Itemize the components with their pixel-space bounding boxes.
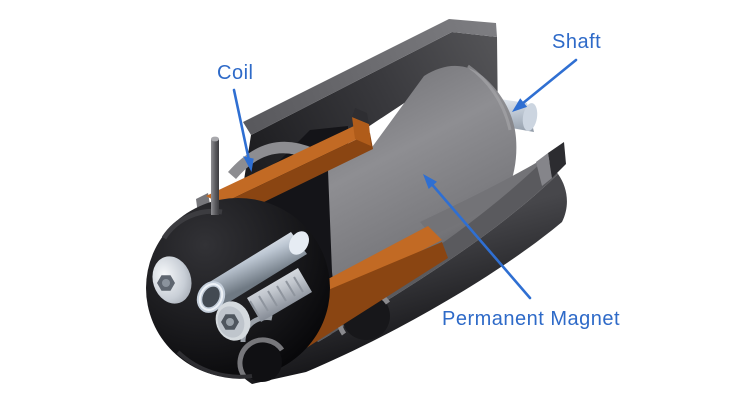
shaft-arrow-line [522, 58, 578, 104]
guide-pin-top [211, 136, 219, 142]
set-screw-socket-center [226, 318, 234, 326]
shell-inner-surface [420, 158, 556, 236]
shell-end-notch-face [536, 153, 552, 186]
tube-opening-bore [202, 286, 220, 308]
coil-top-front-face [221, 133, 373, 221]
shaft-arrow-head [512, 98, 528, 112]
set-screw-threads [249, 276, 304, 317]
button-head-screw [152, 256, 192, 304]
guide-pin-body [211, 139, 219, 215]
end-cap-edge-highlight [176, 350, 253, 379]
coil-top-right-step-cap [352, 108, 369, 124]
hollow-shaft-tube [196, 231, 309, 313]
button-screw-socket-center [162, 279, 170, 287]
coil-band-top [196, 108, 373, 222]
coil-label: Coil [217, 62, 253, 84]
housing-top-face [243, 19, 497, 135]
shaft-stub-end-face [522, 103, 538, 131]
guide-pin [211, 136, 219, 215]
coil-arrow-head [243, 156, 254, 172]
shell-end-notch-dark [548, 142, 566, 178]
callout-arrows [232, 58, 578, 300]
end-cap-notch-hole [242, 342, 282, 382]
threaded-set-screw [215, 268, 312, 343]
magnet-arrow-line [431, 184, 532, 300]
magnet-body [328, 65, 517, 305]
tube-body [203, 232, 307, 309]
tube-opening-rim [198, 283, 224, 311]
coil-top-right-step [352, 117, 371, 146]
magnet-shoulder-highlight [467, 64, 512, 131]
tube-far-end [289, 231, 309, 255]
magnet-arrow-head [423, 174, 437, 189]
coil-top-face [206, 126, 370, 204]
coil-bottom-front-face [290, 242, 448, 352]
permanent-magnet-label: Permanent Magnet [442, 308, 620, 330]
end-cap-notch-rim [237, 337, 285, 378]
coil-arrow-line [232, 88, 250, 159]
shaft-label: Shaft [552, 31, 601, 53]
callout-labels: Coil Shaft Permanent Magnet [217, 31, 620, 330]
permanent-magnet-cylinder [328, 64, 517, 305]
housing-notch-crescent [228, 141, 315, 179]
